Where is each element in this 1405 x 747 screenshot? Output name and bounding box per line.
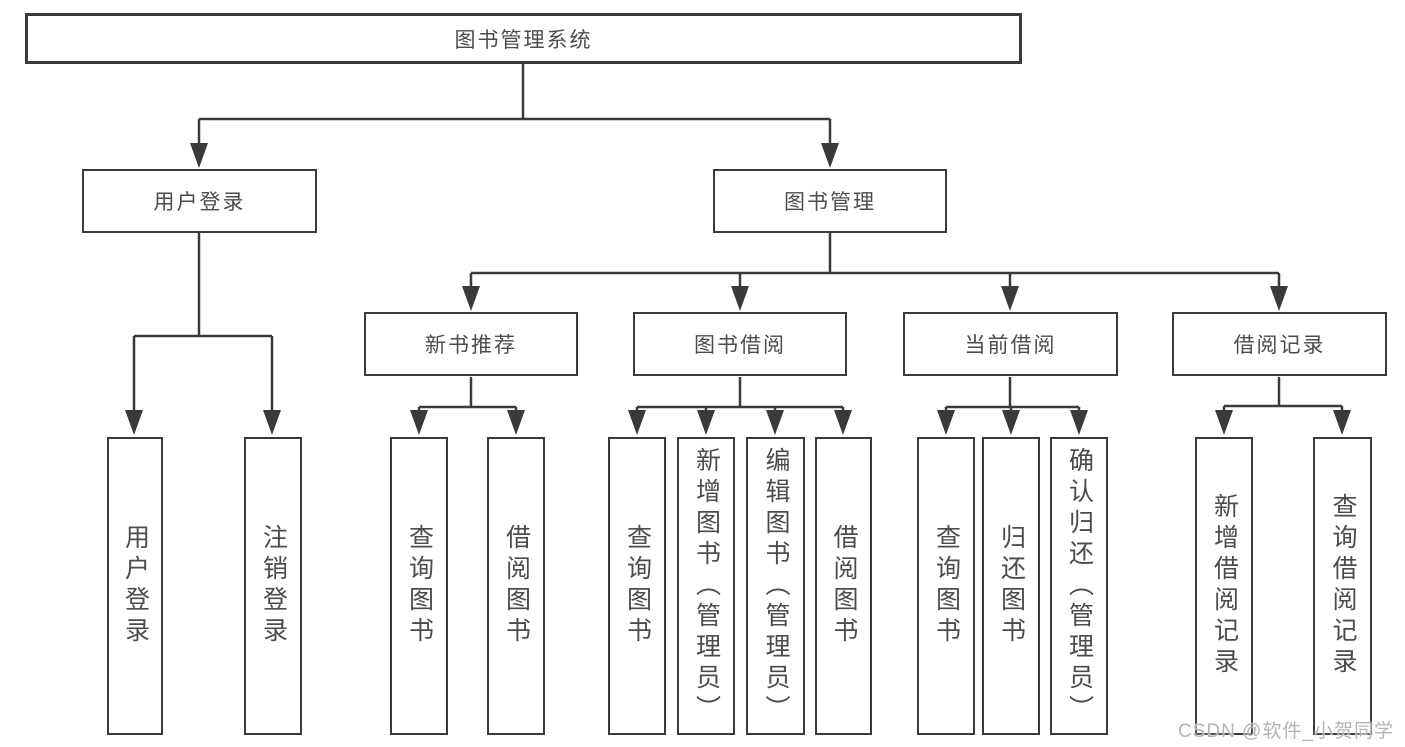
leaf-recommend-borrow-books: 借阅图书 [487,437,545,735]
leaf-borrow-edit-books-admin: 编辑图书（管理员） [746,437,805,735]
node-new-book-recommend: 新书推荐 [364,312,578,376]
connector-lines [132,64,1344,415]
leaf-current-confirm-return-admin: 确认归还（管理员） [1050,437,1108,735]
node-borrow-records: 借阅记录 [1172,312,1387,376]
leaf-records-query-record: 查询借阅记录 [1313,437,1372,735]
leaf-current-return-books: 归还图书 [982,437,1040,735]
leaf-borrow-borrow-books: 借阅图书 [815,437,872,735]
node-current-borrow: 当前借阅 [903,312,1118,376]
leaf-current-query-books: 查询图书 [917,437,975,735]
leaf-borrow-query-books: 查询图书 [608,437,666,735]
arrowheads [125,143,1351,435]
leaf-records-add-record: 新增借阅记录 [1195,437,1253,735]
node-user-login: 用户登录 [82,169,317,233]
node-library-management-system: 图书管理系统 [25,13,1022,64]
leaf-logout: 注销登录 [244,437,302,735]
leaf-recommend-query-books: 查询图书 [390,437,448,735]
leaf-user-login: 用户登录 [107,437,163,735]
csdn-watermark: CSDN @软件_小贺同学 [1178,721,1394,742]
node-book-management: 图书管理 [713,169,947,233]
node-book-borrow: 图书借阅 [633,312,847,376]
leaf-borrow-add-books-admin: 新增图书（管理员） [677,437,735,735]
